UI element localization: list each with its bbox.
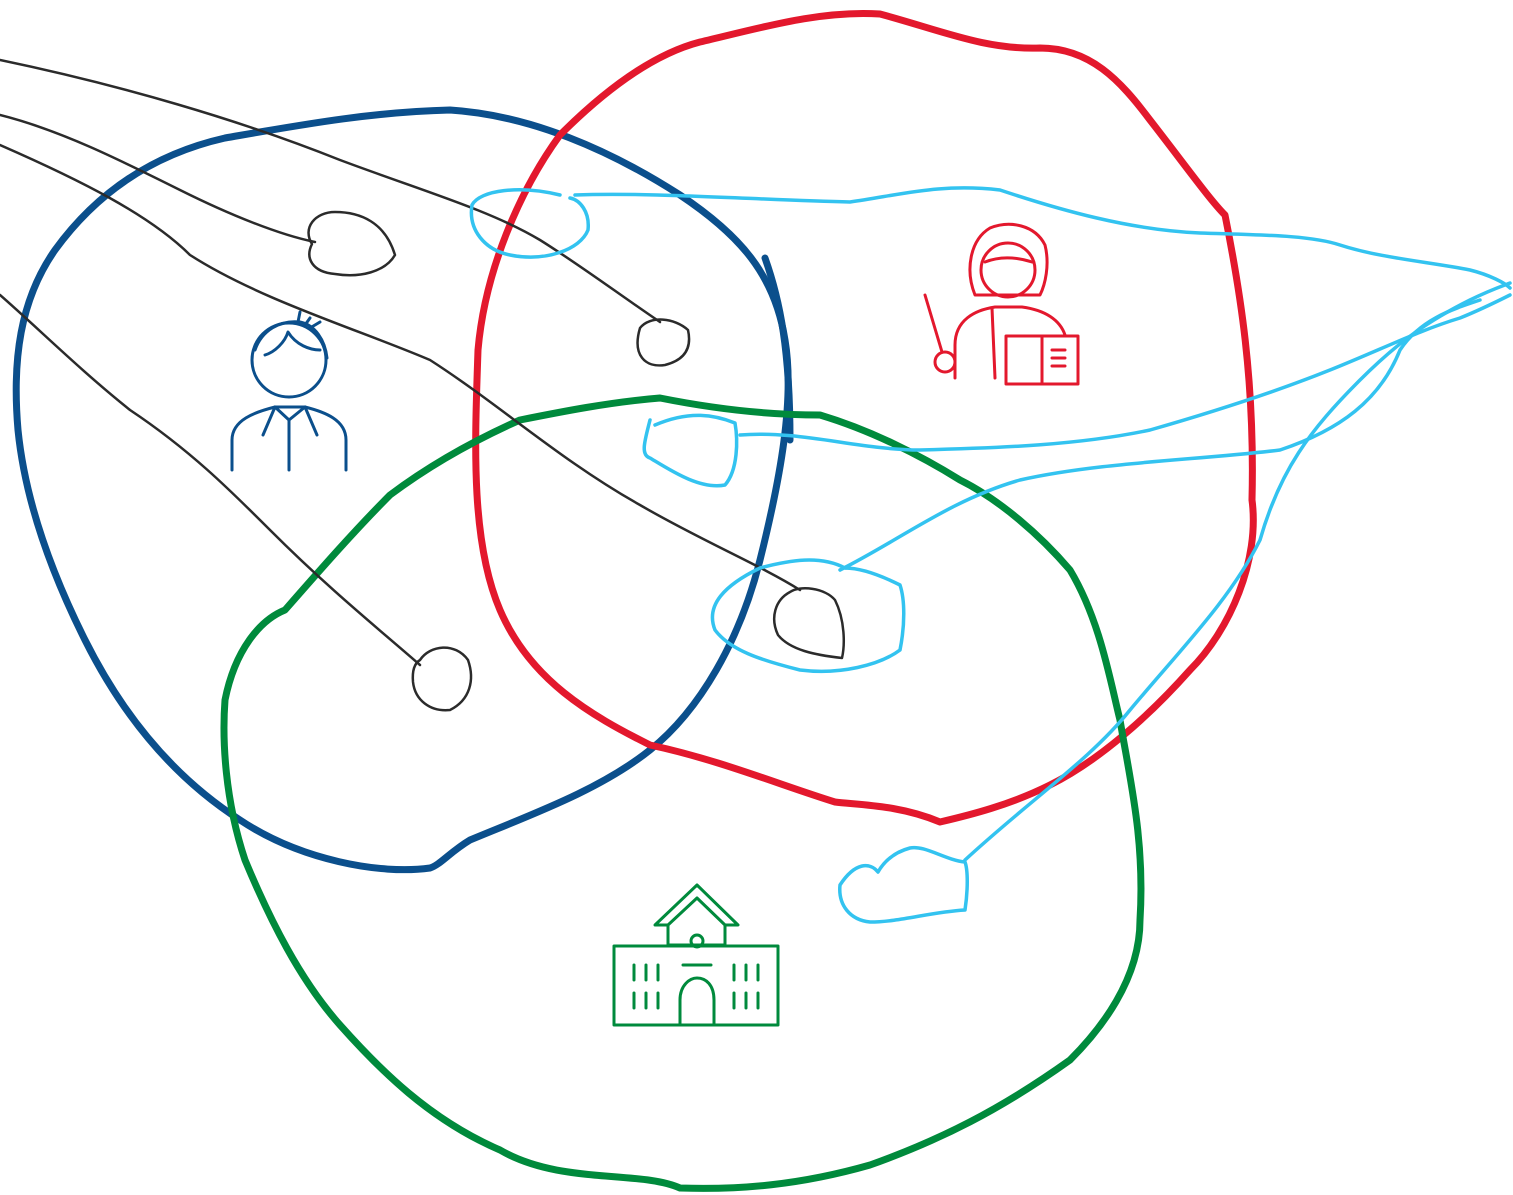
cyan-pointer-line-4 — [963, 281, 1512, 862]
cyan-pointer-line-3 — [838, 298, 1482, 572]
dark-blob-1 — [307, 210, 397, 277]
student-circle — [12, 106, 792, 874]
dark-blob-3 — [773, 587, 845, 660]
dark-pointer-line-2 — [0, 113, 317, 244]
cyan-loop-4 — [838, 845, 969, 924]
cyan-pointer-line-1 — [573, 186, 1512, 290]
cyan-loop-1 — [469, 188, 590, 259]
teacher-with-pointer-and-book-icon — [923, 222, 1080, 386]
dark-pointer-line-4 — [0, 293, 422, 667]
school-circle — [220, 394, 1145, 1192]
dark-pointer-group — [0, 58, 845, 712]
dark-pointer-line-1 — [0, 58, 662, 324]
student-circle-tail — [761, 254, 794, 444]
dark-blob-2 — [636, 318, 691, 367]
school-building-icon — [612, 883, 780, 1027]
cyan-loop-3 — [710, 558, 906, 674]
cyan-loop-2 — [642, 413, 739, 488]
cyan-pointer-group — [469, 186, 1512, 924]
teacher-circle — [472, 9, 1257, 826]
cyan-pointer-line-2 — [738, 293, 1512, 452]
dark-pointer-line-3 — [0, 143, 802, 592]
dark-blob-4 — [411, 646, 473, 712]
student-person-icon — [230, 310, 348, 472]
